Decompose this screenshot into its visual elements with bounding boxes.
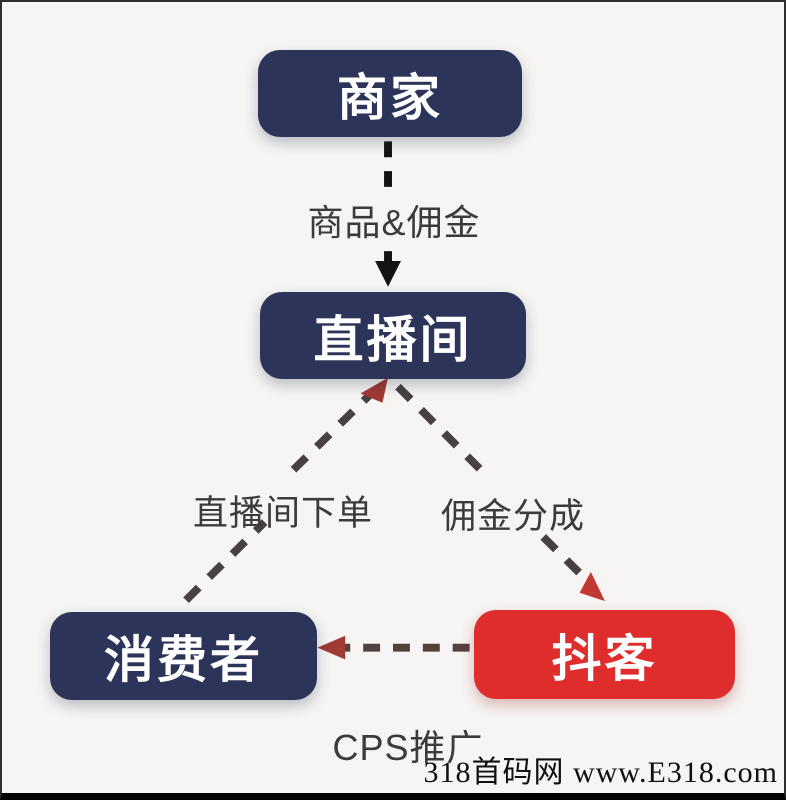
node-merchant: 商家: [258, 50, 522, 137]
arrow-dash-segment: [540, 534, 595, 589]
edge-label-cps-promotion: CPS推广: [332, 727, 484, 768]
watermark-text: 318首码网 www.E318.com: [423, 756, 778, 789]
arrow-douke-to-consumer: [317, 635, 470, 660]
node-consumer: 消费者: [50, 612, 317, 700]
arrow-dash-segment: [395, 383, 483, 472]
edge-label-commission-split: 佣金分成: [440, 497, 586, 536]
node-douke: 抖客: [474, 610, 735, 699]
node-live-room: 直播间: [260, 292, 526, 379]
edge-label-goods-commission: 商品&佣金: [307, 202, 481, 243]
arrowhead-left-icon: [317, 635, 346, 660]
arrowhead-down-icon: [375, 261, 401, 287]
edge-label-liveroom-order: 直播间下单: [192, 494, 374, 533]
arrowhead-down-right-icon: [579, 571, 605, 602]
arrow-dash-segment: [290, 390, 374, 473]
